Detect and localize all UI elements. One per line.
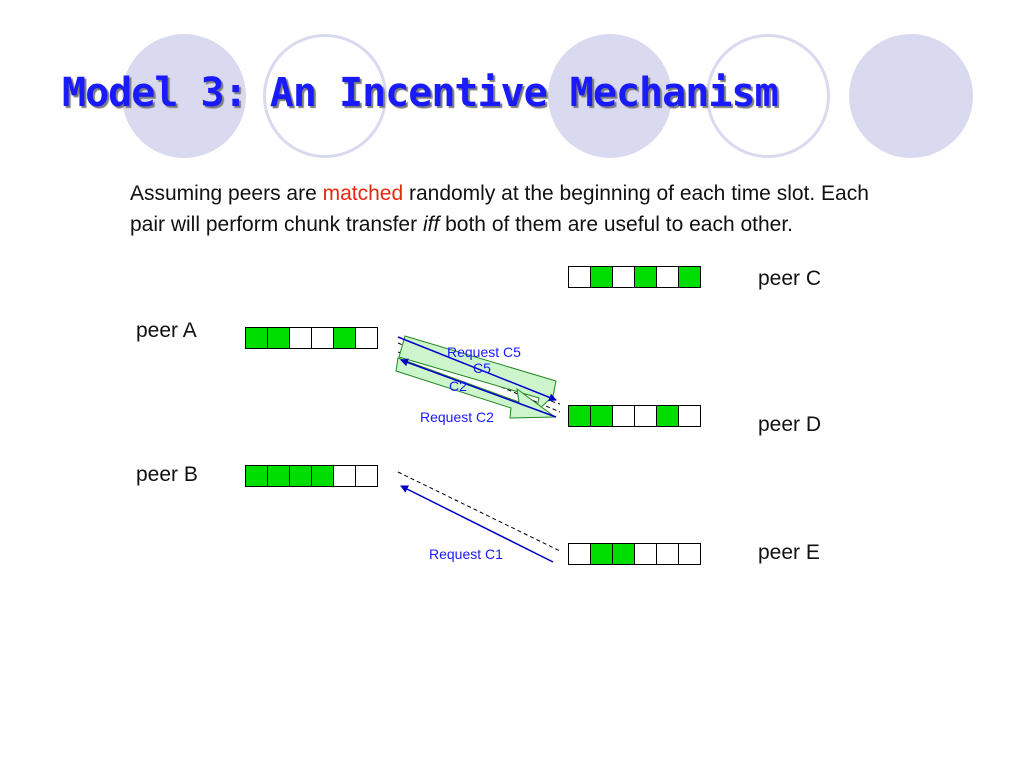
peer-d-chunk-6 [678,405,701,427]
chunk-c5-label: C5 [473,360,491,376]
decor-circle-1 [122,34,246,158]
peer-b-chunk-6 [355,465,378,487]
request-c2-label: Request C2 [420,409,494,425]
desc-before: Assuming peers are [130,182,323,205]
request-c5-label: Request C5 [447,344,521,360]
chunk-c2-label: C2 [449,378,467,394]
peer-a-chunk-6 [355,327,378,349]
peer-e-chunk-6 [678,543,701,565]
peer-a-chunk-buffer [245,327,378,349]
description-paragraph: Assuming peers are matched randomly at t… [130,178,890,240]
pairing-line-b-e [397,471,561,552]
peer-c-chunk-buffer [568,266,701,288]
peer-c-label: peer C [758,267,822,290]
decor-circle-4 [706,34,830,158]
peer-e-chunk-buffer [568,543,701,565]
desc-italic: iff [422,213,440,236]
peer-b-chunk-buffer [245,465,378,487]
request-c1-label: Request C1 [429,546,503,562]
desc-middle: randomly at the beginning of each time s… [130,182,869,236]
decor-circle-2 [263,34,387,158]
peer-a-label: peer A [136,319,197,342]
peer-c-chunk-6 [678,266,701,288]
peer-d-label: peer D [758,413,822,436]
desc-highlight: matched [322,182,404,205]
peer-d-chunk-buffer [568,405,701,427]
request-c2-line [400,358,557,418]
request-c5-line [397,336,557,402]
request-c1-line [400,485,554,563]
decor-circle-3 [548,34,672,158]
peer-b-label: peer B [136,463,198,486]
slide-title: Model 3: An Incentive Mechanism [62,70,779,116]
peer-e-label: peer E [758,541,820,564]
desc-after: both of them are useful to each other. [439,213,794,236]
decor-circle-5 [849,34,973,158]
